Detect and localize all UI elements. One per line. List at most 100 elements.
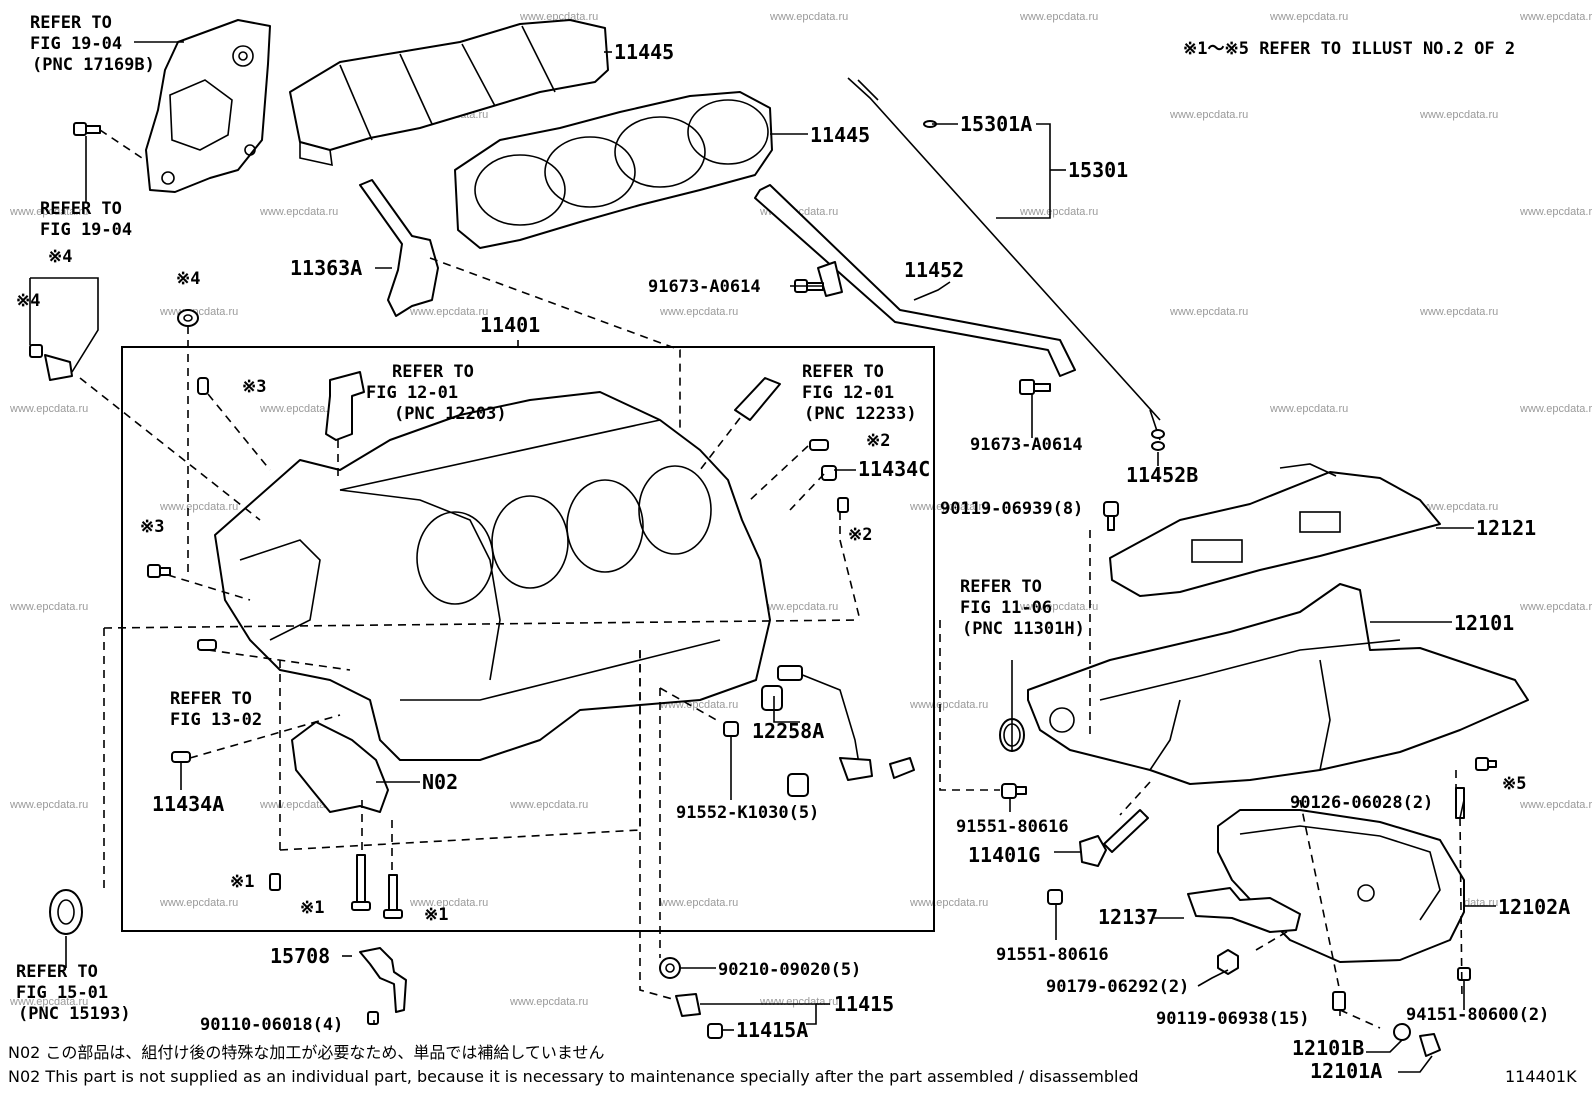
part-number-label: 11415A xyxy=(736,1018,808,1042)
water-jacket-spacer-upper xyxy=(289,19,609,167)
reference-note-line: FIG 12-01 xyxy=(802,383,894,403)
part-number-label: 12137 xyxy=(1098,905,1158,929)
reference-note-line: REFER TO xyxy=(30,13,112,33)
part-number-label: 90119-06938(15) xyxy=(1156,1009,1310,1029)
part-number-label: 90179-06292(2) xyxy=(1046,977,1189,997)
engine-cover-part xyxy=(145,19,271,193)
illustration-marks: ※4 ※4 ※4 ※3 ※3 ※2 ※2 ※1 ※1 ※1 ※5 xyxy=(16,247,1526,925)
pipe-part xyxy=(734,377,781,421)
part-number-label: 11401G xyxy=(968,843,1040,867)
watermark: www.epcdata.ru xyxy=(1519,799,1592,811)
part-number-label: 91673-A0614 xyxy=(970,435,1083,455)
watermark: www.epcdata.ru xyxy=(509,996,588,1008)
watermark: www.epcdata.ru xyxy=(909,699,988,711)
part-number-label: 12101 xyxy=(1454,611,1514,635)
dowel-pin xyxy=(269,873,281,891)
part-number-label: 11434C xyxy=(858,457,930,481)
part-number-label: 91551-80616 xyxy=(996,945,1109,965)
watermark: www.epcdata.ru xyxy=(159,897,238,909)
reference-mark: ※1 xyxy=(230,872,254,892)
watermark: www.epcdata.ru xyxy=(1419,501,1498,513)
leader-lines xyxy=(29,41,1496,1073)
baffle-plate xyxy=(1109,463,1441,597)
watermark: www.epcdata.ru xyxy=(9,601,88,613)
watermark: www.epcdata.ru xyxy=(909,501,988,513)
drain-plug xyxy=(1419,1033,1441,1057)
reference-note-line: FIG 11-06 xyxy=(960,598,1052,618)
part-number-label: 12102A xyxy=(1498,895,1570,919)
bearing-cap xyxy=(291,721,389,813)
reference-notes: REFER TO FIG 19-04 (PNC 17169B) REFER TO… xyxy=(16,13,1085,1024)
bolt-part xyxy=(1001,783,1027,799)
watermark: www.epcdata.ru xyxy=(259,799,338,811)
part-number-label: 11445 xyxy=(614,40,674,64)
watermark: www.epcdata.ru xyxy=(759,996,838,1008)
watermark: www.epcdata.ru xyxy=(1419,306,1498,318)
watermark: www.epcdata.ru xyxy=(1019,11,1098,23)
bracket-part xyxy=(1187,887,1301,933)
bolt-part xyxy=(723,721,739,737)
reference-note-line: (PNC 17169B) xyxy=(32,55,155,75)
watermark: www.epcdata.ru xyxy=(9,206,88,218)
reference-note-line: (PNC 15193) xyxy=(18,1004,131,1024)
reference-note-line: FIG 19-04 xyxy=(40,220,132,240)
watermark: www.epcdata.ru xyxy=(9,799,88,811)
gasket-part xyxy=(1393,1023,1411,1041)
sensor-part xyxy=(1079,809,1149,867)
bolt-part xyxy=(1019,379,1051,395)
watermark: www.epcdata.ru xyxy=(1269,11,1348,23)
oil-pan-lower xyxy=(1217,809,1465,963)
bracket-part xyxy=(359,179,439,317)
reference-mark: ※3 xyxy=(242,377,266,397)
watermark: www.epcdata.ru xyxy=(409,306,488,318)
dowel-pin xyxy=(821,465,837,481)
part-number-label: 11363A xyxy=(290,256,362,280)
water-jacket-spacer-lower xyxy=(454,91,773,249)
watermark: www.epcdata.ru xyxy=(1519,11,1592,23)
nut-part xyxy=(1217,949,1239,975)
cylinder-block xyxy=(214,391,771,761)
bolt-part xyxy=(383,874,403,919)
part-number-label: 91673-A0614 xyxy=(648,277,761,297)
part-number-label: 15301A xyxy=(960,112,1032,136)
part-number-label: 11434A xyxy=(152,792,224,816)
reference-note-line: (PNC 12203) xyxy=(394,404,507,424)
footnote-japanese: N02 この部品は、組付け後の特殊な加工が必要なため、単品では補給していません xyxy=(8,1043,604,1062)
washer-part xyxy=(177,309,199,327)
part-number-label: 12258A xyxy=(752,719,824,743)
watermark: www.epcdata.ru xyxy=(1519,601,1592,613)
reference-note-line: REFER TO xyxy=(16,962,98,982)
dowel-pin xyxy=(809,439,829,451)
watermark: www.epcdata.ru xyxy=(1169,306,1248,318)
part-number-label: 90119-06939(8) xyxy=(940,499,1083,519)
dowel-pin xyxy=(197,377,209,395)
bolt-part xyxy=(147,564,171,578)
watermark: www.epcdata.ru xyxy=(659,306,738,318)
watermark: www.epcdata.ru xyxy=(1519,206,1592,218)
part-number-label: 11445 xyxy=(810,123,870,147)
reference-note-line: REFER TO xyxy=(170,689,252,709)
bolt-part xyxy=(73,122,101,136)
stud-part xyxy=(29,344,73,381)
part-number-label: 11401 xyxy=(480,313,540,337)
watermark: www.epcdata.ru xyxy=(519,11,598,23)
reference-mark: ※1 xyxy=(300,898,324,918)
watermark: www.epcdata.ru xyxy=(159,501,238,513)
bolt-part xyxy=(1103,501,1119,531)
watermark: www.epcdata.ru xyxy=(9,403,88,415)
reference-note-line: REFER TO xyxy=(40,199,122,219)
figure-id: 114401K xyxy=(1505,1067,1577,1086)
reference-mark: ※2 xyxy=(848,525,872,545)
watermark: www.epcdata.ru xyxy=(1519,403,1592,415)
reference-note-line: FIG 13-02 xyxy=(170,710,262,730)
watermark: www.epcdata.ru xyxy=(1019,206,1098,218)
part-number-label: 90110-06018(4) xyxy=(200,1015,343,1035)
part-number-label: 12121 xyxy=(1476,516,1536,540)
reference-note-line: FIG 19-04 xyxy=(30,34,122,54)
oil-seal xyxy=(49,889,83,935)
bolt-part xyxy=(1475,757,1497,771)
reference-note-line: (PNC 11301H) xyxy=(962,619,1085,639)
dashed-guides xyxy=(79,129,1463,1029)
pipe-part xyxy=(325,371,365,441)
